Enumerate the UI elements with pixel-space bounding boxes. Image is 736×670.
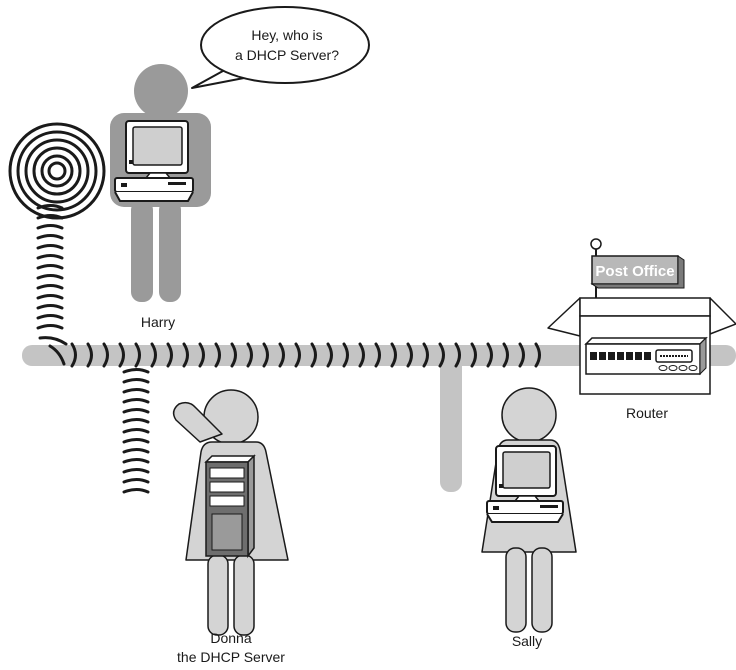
router-label: Router	[626, 405, 668, 421]
sally-right-leg	[531, 547, 553, 633]
speech-bubble: Hey, who is a DHCP Server?	[191, 6, 370, 89]
speech-bubble-line2: a DHCP Server?	[235, 47, 339, 63]
donna-label-line1: Donna	[210, 630, 251, 646]
broadcast-signal-icon	[8, 122, 106, 220]
donna-label-line2: the DHCP Server	[177, 649, 285, 665]
donna-raised-arm	[172, 401, 223, 443]
sally-left-leg	[505, 547, 527, 633]
harry-right-leg	[159, 200, 181, 302]
donna-left-leg	[207, 554, 229, 636]
speech-bubble-line1: Hey, who is	[251, 27, 322, 43]
sally-head	[501, 387, 557, 443]
box-back	[579, 297, 711, 317]
broadcast-coil-donna	[122, 368, 150, 494]
harry-computer-icon	[114, 120, 194, 202]
harry-label: Harry	[141, 314, 175, 330]
network-cable	[22, 204, 736, 494]
dhcp-server-tower-icon	[204, 454, 256, 559]
router-post-office: Post Office	[547, 238, 736, 421]
broadcast-coil-source	[36, 204, 68, 366]
broadcast-coil-bus	[70, 342, 541, 368]
post-office-sign: Post Office	[590, 255, 685, 289]
harry-figure: Harry	[110, 64, 211, 330]
box-left-flap	[547, 297, 581, 337]
harry-head	[134, 64, 188, 118]
sally-label: Sally	[512, 633, 542, 649]
donna-right-leg	[233, 554, 255, 636]
sally-figure: Sally	[481, 387, 577, 649]
box-right-flap	[709, 297, 736, 335]
router-device-icon	[584, 336, 708, 376]
post-office-sign-text: Post Office	[595, 263, 674, 280]
sign-pole-knob	[590, 238, 602, 250]
sally-computer-icon	[486, 445, 564, 523]
sally-drop-cable	[440, 348, 462, 492]
harry-left-leg	[131, 200, 153, 302]
donna-figure: Donna the DHCP Server	[172, 389, 289, 665]
router-ports-icon	[590, 352, 651, 360]
